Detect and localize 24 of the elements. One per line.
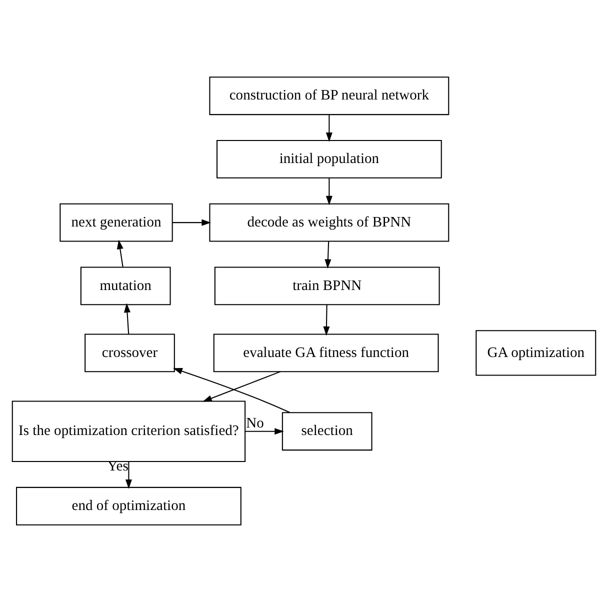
node-box: selection bbox=[282, 412, 372, 450]
arrow bbox=[124, 302, 131, 334]
node-box: GA optimization bbox=[476, 330, 596, 376]
node-box: construction of BP neural network bbox=[209, 76, 450, 115]
arrow bbox=[125, 461, 132, 488]
arrow bbox=[245, 428, 284, 434]
node-box: decode as weights of BPNN bbox=[209, 202, 450, 242]
arrow bbox=[324, 240, 332, 268]
arrow bbox=[116, 239, 124, 267]
arrow bbox=[173, 368, 290, 412]
node-box: end of optimization bbox=[16, 486, 242, 525]
node-box: train BPNN bbox=[214, 266, 440, 305]
arrow bbox=[202, 370, 280, 402]
node-box: initial population bbox=[216, 140, 442, 178]
node-box: next generation bbox=[60, 202, 173, 242]
node-box: mutation bbox=[80, 266, 171, 305]
node-box: crossover bbox=[84, 333, 175, 372]
arrow bbox=[326, 114, 332, 142]
node-box: Is the optimization criterion satisfied? bbox=[12, 400, 246, 462]
edge-label: No bbox=[246, 414, 264, 431]
node-box: evaluate GA fitness function bbox=[213, 333, 439, 372]
arrow bbox=[172, 218, 212, 226]
arrow bbox=[326, 177, 332, 205]
arrow bbox=[323, 304, 330, 336]
